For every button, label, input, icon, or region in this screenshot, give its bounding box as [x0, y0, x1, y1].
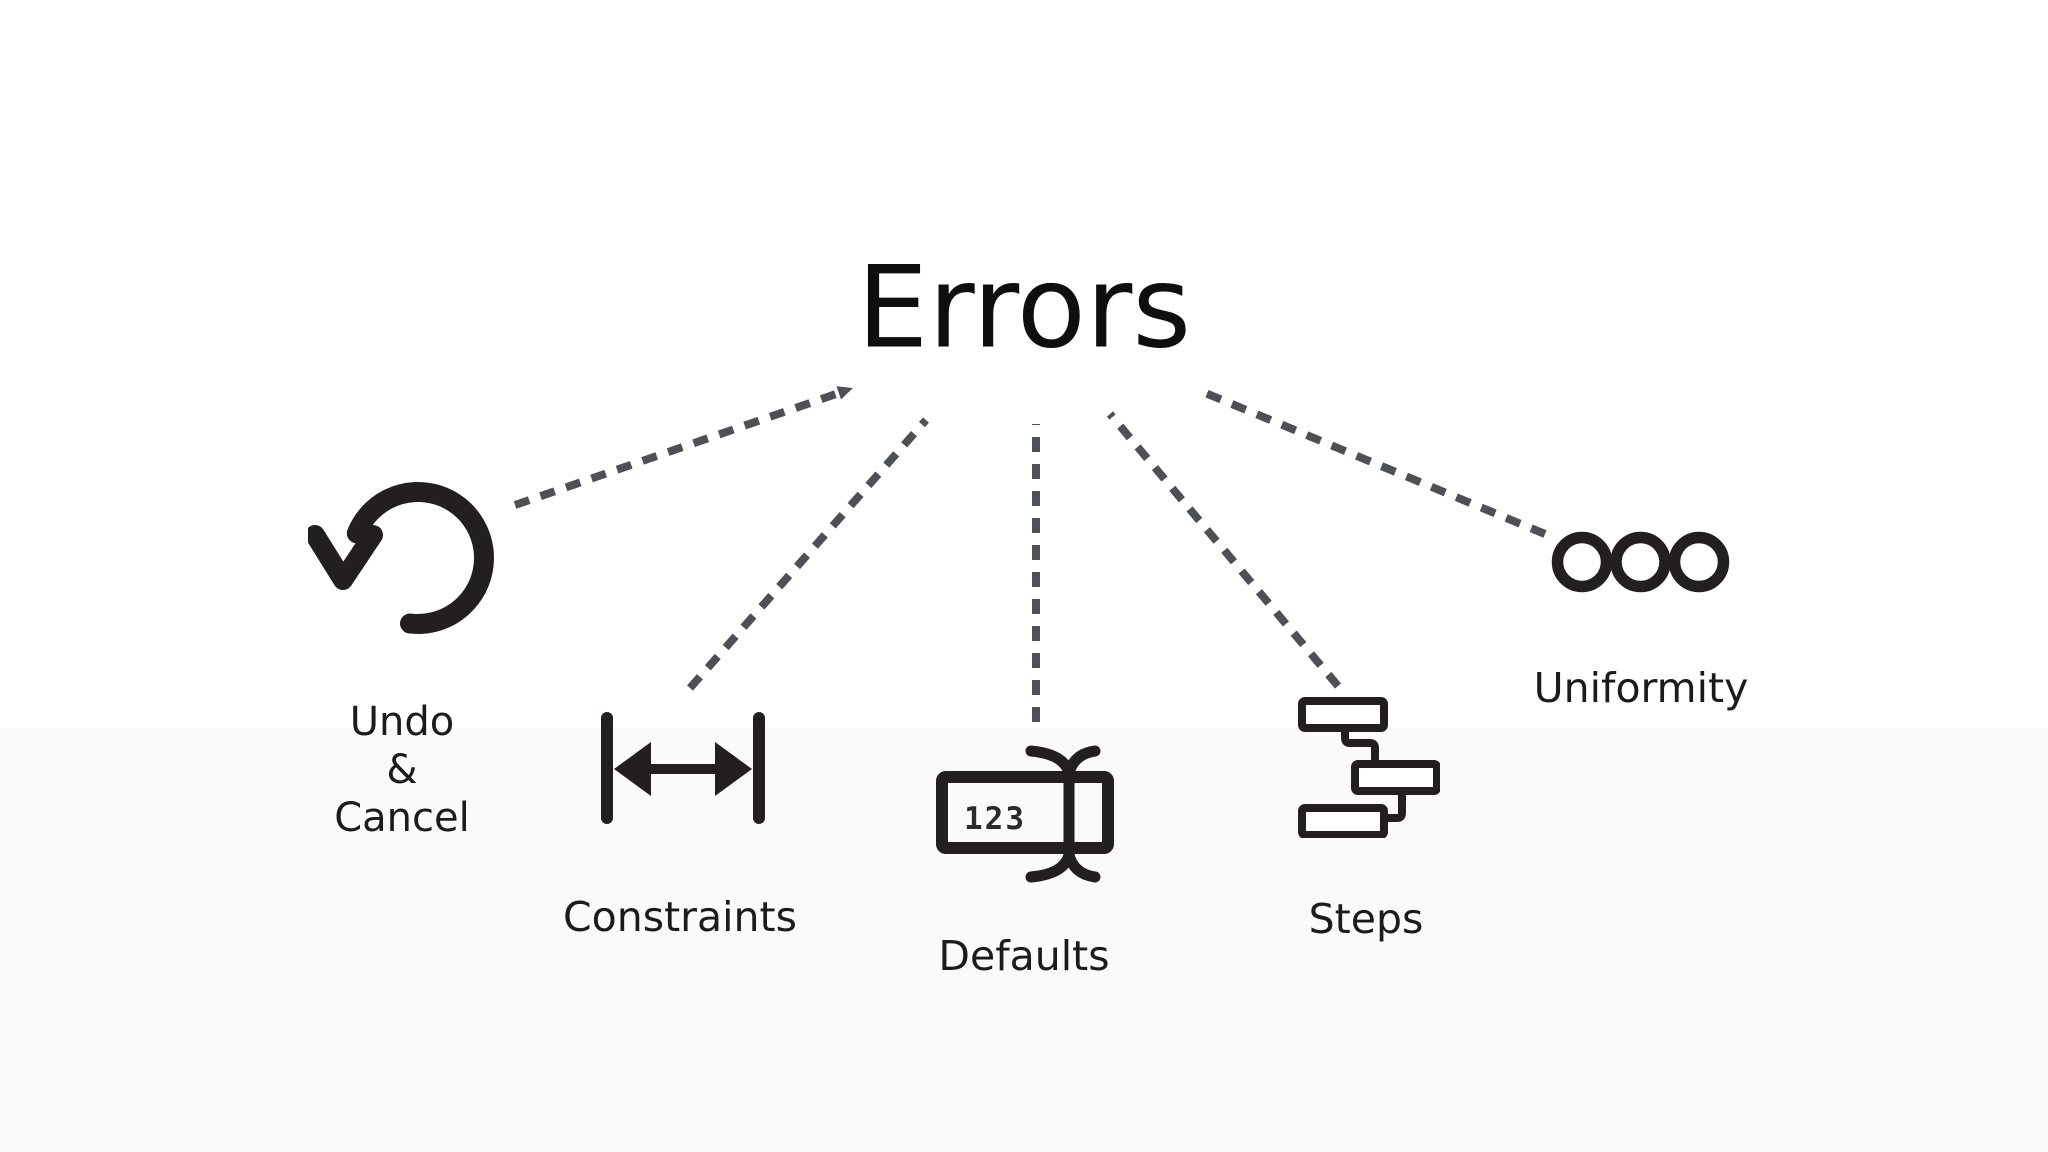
node-label-defaults: Defaults	[938, 932, 1110, 980]
node-label-steps: Steps	[1308, 895, 1424, 943]
three-circles-icon	[1548, 529, 1738, 597]
page-title: Errors	[856, 241, 1192, 374]
flow-steps-icon	[1298, 697, 1440, 838]
connector-arrowhead	[836, 386, 853, 400]
undo-arrow-icon	[308, 476, 498, 641]
node-label-undo-cancel: Undo & Cancel	[334, 699, 470, 841]
dashed-connector-constraints	[686, 417, 930, 691]
node-label-uniformity: Uniformity	[1533, 664, 1749, 712]
dashed-connector-undo	[513, 390, 838, 509]
background-tint-band	[0, 728, 2048, 1152]
width-constraint-arrow-icon	[598, 712, 770, 824]
dashed-connector-uniformity	[1201, 388, 1547, 538]
default-value-text: 123	[964, 801, 1026, 837]
dashed-connector-steps	[1106, 411, 1342, 689]
node-label-constraints: Constraints	[563, 893, 797, 941]
input-value-cursor-icon: 123	[935, 745, 1130, 890]
